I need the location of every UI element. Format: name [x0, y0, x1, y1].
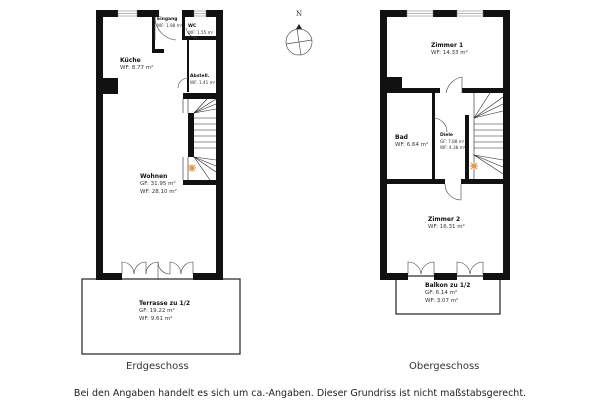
ground-floor-plan	[81, 10, 241, 355]
room-label-bad: Bad WF: 6.64 m²	[395, 134, 429, 149]
balcony-doors	[407, 261, 484, 275]
ground-right-wall	[216, 10, 223, 280]
upper-floor-plan	[380, 10, 510, 315]
scale-disclaimer: Bei den Angaben handelt es sich um ca.-A…	[73, 388, 527, 399]
room-label-balkon: Balkon zu 1/2 GF: 6.14 m² WF: 3.07 m²	[425, 282, 471, 304]
terrace-outline	[81, 278, 241, 355]
compass-north-label: N	[296, 10, 303, 18]
ground-left-wall	[96, 10, 103, 280]
ground-stairs	[182, 93, 217, 185]
window-top-upper	[406, 10, 484, 17]
room-label-zimmer2: Zimmer 2 WF: 16.31 m²	[428, 216, 465, 231]
room-label-zimmer1: Zimmer 1 WF: 14.33 m²	[431, 42, 468, 57]
room-label-terrasse: Terrasse zu 1/2 GF: 19.22 m² WF: 9.61 m²	[139, 300, 191, 322]
room-label-abstell: Abstell. WF: 1.41 m²	[190, 74, 216, 86]
room-label-kueche: Küche WF: 8.77 m²	[120, 57, 154, 72]
stair-marker-icon	[470, 162, 478, 170]
ground-floor-title: Erdgeschoss	[126, 361, 189, 372]
room-label-eingang: Eingang WF: 1.98 m²	[157, 17, 183, 29]
window-top-kitchen	[117, 10, 207, 17]
upper-floor-title: Obergeschoss	[409, 361, 480, 372]
stair-marker-icon	[188, 164, 196, 172]
upper-stairs	[473, 92, 504, 180]
room-label-wohnen: Wohnen GF: 31.95 m² WF: 28.10 m²	[140, 173, 177, 195]
compass-icon	[285, 24, 313, 56]
terrace-doors	[121, 261, 194, 280]
room-label-diele: Diele GF: 7.88 m² WF: 4.38 m²	[440, 133, 466, 150]
room-label-wc: WC WF: 1.55 m²	[188, 24, 214, 36]
